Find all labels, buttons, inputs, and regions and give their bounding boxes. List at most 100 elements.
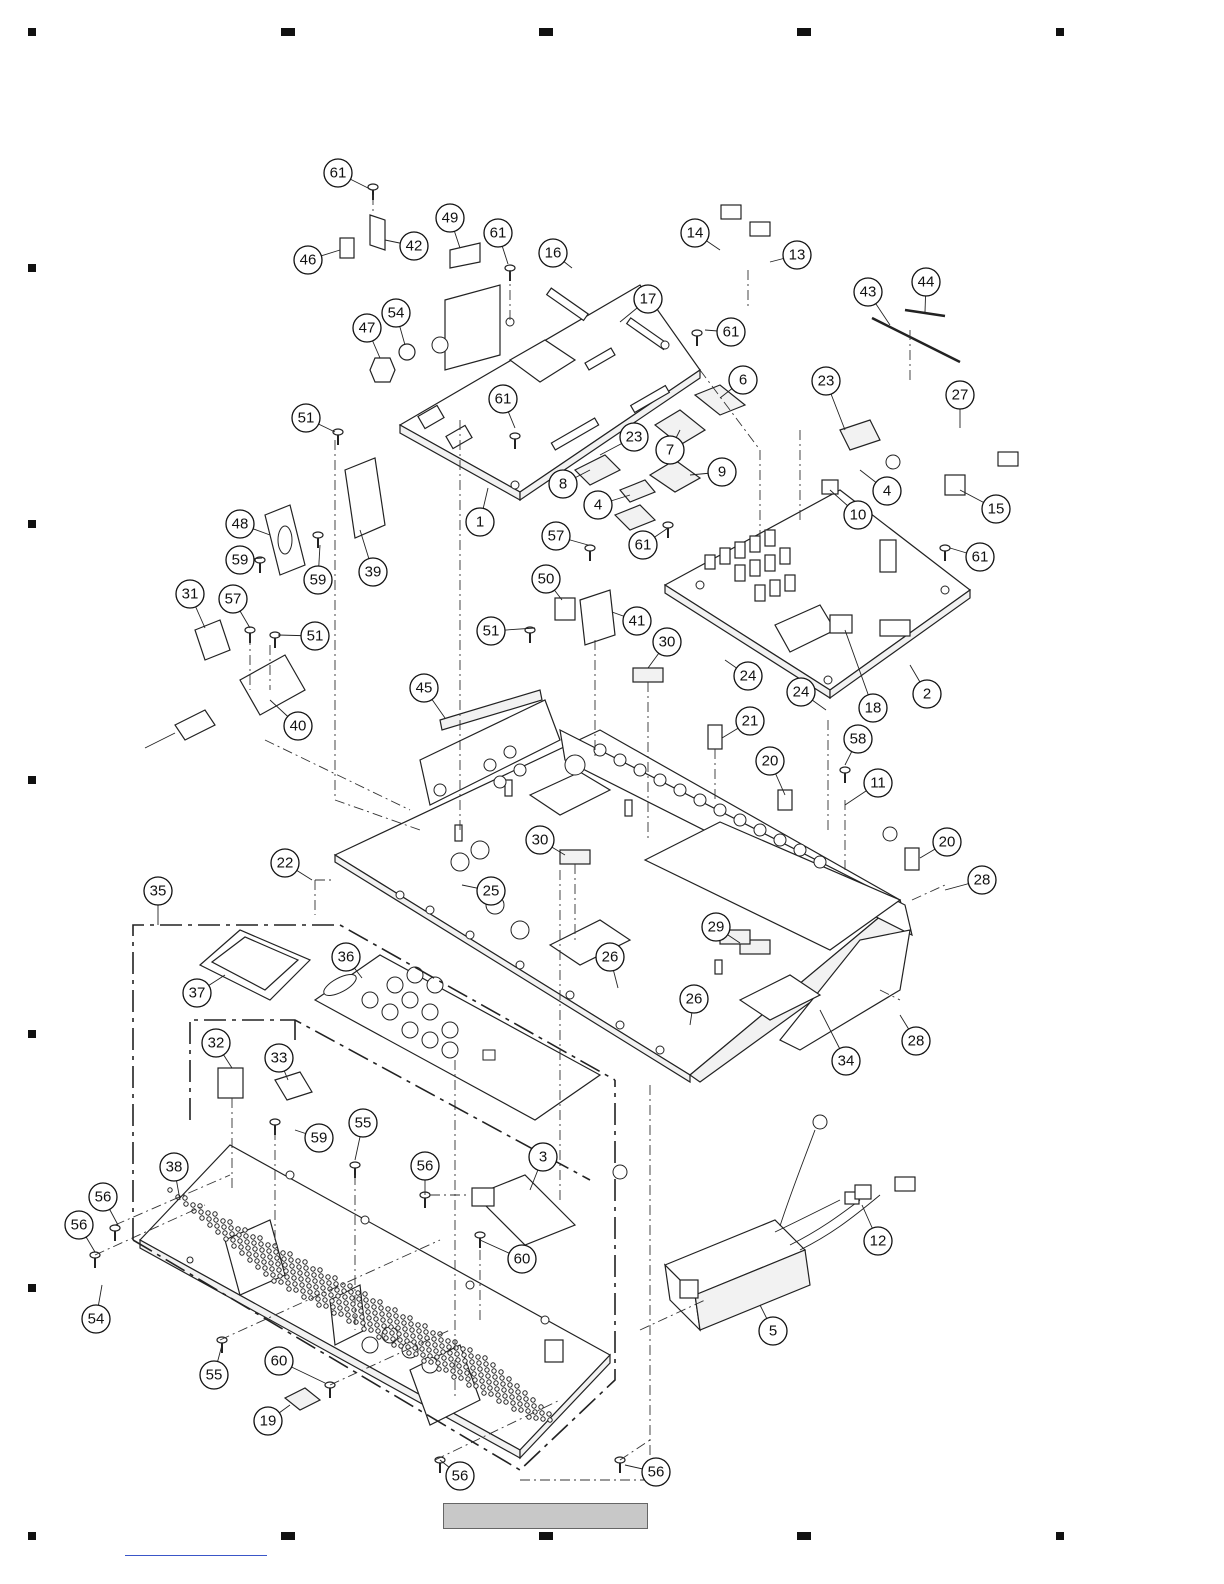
part-callout: 59 [305,1124,333,1152]
perforation-hole [296,1259,300,1263]
perforation-hole [359,1309,363,1313]
perforation-hole [267,1249,271,1253]
part-callout: 61 [324,159,352,187]
callout-label: 60 [271,1353,288,1370]
callout-label: 27 [952,387,969,404]
perforation-hole [271,1273,275,1277]
perforation-hole [269,1261,273,1265]
perforation-hole [345,1307,349,1311]
screw [840,767,850,783]
perforation-hole [409,1322,413,1326]
perforation-hole [372,1305,376,1309]
perforation-hole [237,1233,241,1237]
part-callout: 55 [200,1361,228,1389]
perforation-hole [440,1344,444,1348]
part-callout: 56 [642,1458,670,1486]
perforation-hole [368,1322,372,1326]
callout-label: 61 [972,549,989,566]
part-callout: 33 [265,1044,293,1072]
perforation-hole [511,1401,515,1405]
perforation-hole [441,1350,445,1354]
perforation-hole [362,1327,366,1331]
perforation-hole [199,1210,203,1214]
perforation-hole [398,1338,402,1342]
callout-label: 13 [789,247,806,264]
perforation-hole [371,1299,375,1303]
perforation-hole [246,1246,250,1250]
perforation-hole [468,1348,472,1352]
perforation-hole [452,1375,456,1379]
perforation-hole [361,1321,365,1325]
part-callout: 61 [717,318,745,346]
perforation-hole [350,1296,354,1300]
perforation-hole [499,1370,503,1374]
perforation-hole [313,1279,317,1283]
perforation-hole [261,1254,265,1258]
perforation-hole [401,1315,405,1319]
perforation-hole [349,1290,353,1294]
perforation-hole [426,1342,430,1346]
perforation-hole [450,1363,454,1367]
perforation-hole [414,1352,418,1356]
perforation-hole [276,1262,280,1266]
callout-label: 51 [307,628,324,645]
perforation-hole [427,1348,431,1352]
power-pcb [665,490,970,698]
perforation-hole [360,1315,364,1319]
perforation-hole [264,1272,268,1276]
perforation-hole [408,1316,412,1320]
perforation-hole [378,1300,382,1304]
perforation-hole [327,1281,331,1285]
part-callout: 4 [873,477,901,505]
callout-label: 9 [718,464,726,481]
perforation-hole [248,1258,252,1262]
footer-link-underline[interactable] [125,1555,267,1556]
callout-label: 4 [594,497,602,514]
perforation-hole [512,1407,516,1411]
part-callout: 61 [489,385,517,413]
part-callout: 30 [526,826,554,854]
perforation-hole [292,1276,296,1280]
perforation-hole [318,1268,322,1272]
perforation-hole [369,1328,373,1332]
perforation-hole [168,1188,172,1192]
screw [940,545,950,561]
perforation-hole [470,1360,474,1364]
part-callout: 46 [294,246,322,274]
screw [585,545,595,561]
perforation-hole [448,1351,452,1355]
perforation-hole [278,1274,282,1278]
perforation-hole [434,1349,438,1353]
part-callout: 3 [529,1143,557,1171]
part-callout: 30 [653,628,681,656]
perforation-hole [365,1304,369,1308]
callout-label: 7 [666,442,674,459]
perforation-hole [272,1279,276,1283]
perforation-hole [523,1391,527,1395]
perforation-hole [238,1239,242,1243]
callout-label: 19 [260,1413,277,1430]
perforation-hole [437,1367,441,1371]
part-callout: 51 [301,622,329,650]
perforation-hole [447,1345,451,1349]
perforation-hole [456,1358,460,1362]
callout-label: 5 [769,1323,777,1340]
perforation-hole [510,1395,514,1399]
perforation-hole [244,1234,248,1238]
perforation-hole [224,1237,228,1241]
callout-label: 56 [452,1468,469,1485]
perforation-hole [424,1330,428,1334]
part-callout: 4 [584,491,612,519]
part-callout: 26 [680,985,708,1013]
callout-label: 60 [514,1251,531,1268]
part-callout: 21 [736,707,764,735]
callout-label: 49 [442,210,459,227]
part-callout: 9 [708,458,736,486]
perforation-hole [341,1283,345,1287]
perforation-hole [270,1267,274,1271]
perforation-hole [433,1343,437,1347]
part-callout: 20 [756,747,784,775]
perforation-hole [421,1353,425,1357]
callout-label: 32 [208,1035,225,1052]
